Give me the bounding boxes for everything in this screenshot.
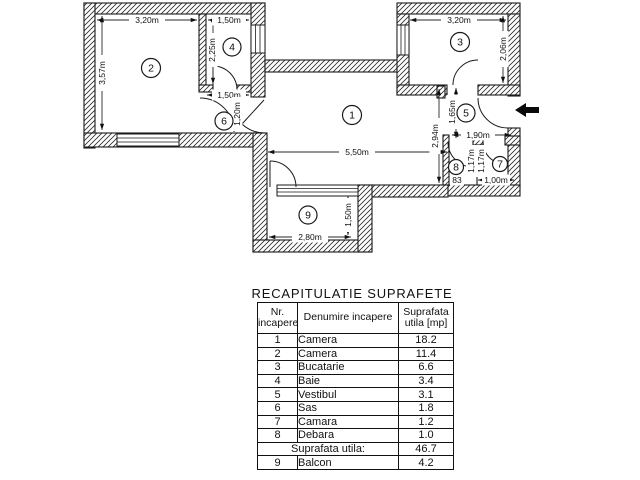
room-area-cell: 3.1	[398, 387, 454, 402]
table-row: 8 Debara 1.0	[257, 428, 454, 443]
door-room3-room5	[452, 59, 479, 86]
room-area-cell: 1.8	[398, 400, 454, 416]
dim-room5-width: 1,90m	[466, 130, 490, 140]
door-room6-room1	[241, 99, 265, 134]
floorplan-drawing: 3,20m 3,57m 1,50m 2,25m 1,50m 1,20m 3,20…	[83, 2, 539, 253]
dim-room8-width: 83	[452, 175, 462, 185]
room-area-cell: 6.6	[398, 360, 454, 375]
room-nr-cell: 9	[257, 455, 298, 470]
room-name-cell: Camera	[297, 346, 399, 362]
window-room4	[250, 24, 266, 54]
dim-room2-height: 3,57m	[97, 61, 107, 85]
header-sup-line2: utila [mp]	[404, 317, 448, 329]
room-name-cell: Balcon	[297, 455, 399, 470]
dim-room8-height: 1,17m	[466, 149, 476, 173]
svg-text:3: 3	[457, 37, 463, 49]
dim-room4-height: 2,25m	[207, 38, 217, 62]
room-name-cell: Debara	[297, 428, 399, 443]
room-nr-cell: 1	[257, 333, 298, 348]
room-badge-9: 9	[298, 205, 318, 225]
table-title: RECAPITULATIE SUPRAFETE	[251, 286, 453, 301]
room-nr-cell: 8	[257, 428, 298, 443]
dim-room3-height: 2,06m	[498, 37, 508, 61]
entrance-arrow-icon	[515, 103, 539, 117]
table-row: 1 Camera 18.2	[257, 333, 454, 348]
svg-text:8: 8	[453, 162, 459, 174]
dim-room9-height: 1,50m	[343, 203, 353, 227]
svg-text:2: 2	[148, 63, 154, 75]
table-row: 3 Bucatarie 6.6	[257, 360, 454, 375]
table-row: 4 Baie 3.4	[257, 373, 454, 389]
room-area-cell: 1.2	[398, 414, 454, 430]
room-nr-cell: 2	[257, 346, 298, 362]
room-nr-cell: 5	[257, 387, 298, 402]
room-nr-cell: 4	[257, 373, 298, 389]
windows	[116, 24, 410, 197]
dim-room1-height: 2,94m	[430, 124, 440, 148]
dim-room7-width: 1,00m	[484, 175, 508, 185]
room-badge-8: 8	[447, 158, 465, 176]
header-nr-line2: incapere	[258, 317, 298, 329]
room-area-cell: 18.2	[398, 333, 454, 348]
dim-room5-height: 1,65m	[447, 100, 457, 124]
table-row: 2 Camera 11.4	[257, 346, 454, 362]
room-name-cell: Bucatarie	[297, 360, 399, 375]
room-area-cell: 11.4	[398, 346, 454, 362]
svg-text:7: 7	[497, 159, 503, 171]
room-badge-7: 7	[491, 155, 509, 173]
room-number-badges: 1 2 3 4 5 6 7 8 9	[140, 31, 509, 225]
dim-room7-height: 1,17m	[476, 149, 486, 173]
header-nr: Nr. incapere	[257, 302, 298, 334]
door-room4	[212, 65, 238, 91]
header-sup-line1: Suprafata	[403, 305, 449, 318]
room-name-cell: Sas	[297, 400, 399, 416]
header-denumire: Denumire incapere	[297, 302, 399, 334]
room-badge-5: 5	[456, 103, 476, 123]
room-name-cell: Baie	[297, 373, 399, 389]
total-row: Suprafata utila: 46.7	[257, 441, 454, 457]
room-name-cell: Camera	[297, 333, 399, 348]
window-room3	[396, 24, 410, 56]
room-nr-cell: 3	[257, 360, 298, 375]
room-name-cell: Camara	[297, 414, 399, 430]
room-badge-6: 6	[214, 111, 234, 131]
table-row: 6 Sas 1.8	[257, 400, 454, 416]
door-room1-room9	[269, 160, 297, 188]
svg-text:4: 4	[229, 42, 235, 54]
header-suprafata: Suprafata utila [mp]	[398, 302, 454, 334]
room-area-cell: 1.0	[398, 428, 454, 443]
window-room9	[276, 184, 359, 197]
surface-table: Nr. incapere Denumire incapere Suprafata…	[257, 302, 454, 470]
room-badge-3: 3	[449, 31, 471, 53]
room-badge-2: 2	[140, 57, 162, 79]
table-row: 7 Camara 1.2	[257, 414, 454, 430]
room-badge-4: 4	[222, 37, 242, 57]
room-badge-1: 1	[341, 104, 363, 126]
room-nr-cell: 7	[257, 414, 298, 430]
svg-text:1: 1	[349, 110, 355, 122]
dim-room9-width: 2,80m	[298, 232, 322, 242]
room-area-cell: 3.4	[398, 373, 454, 389]
dim-room2-width: 3,20m	[135, 15, 159, 25]
balcony-row: 9 Balcon 4.2	[257, 455, 454, 470]
svg-text:5: 5	[463, 108, 469, 120]
entrance-door	[477, 97, 509, 129]
header-row: Nr. incapere Denumire incapere Suprafata…	[257, 302, 454, 334]
dim-room1-width: 5,50m	[345, 147, 369, 157]
table-row: 5 Vestibul 3.1	[257, 387, 454, 402]
total-label-cell: Suprafata utila:	[257, 441, 399, 457]
room-name-cell: Vestibul	[297, 387, 399, 402]
dim-room4-door: 1,50m	[217, 90, 241, 100]
window-room2	[116, 133, 180, 147]
total-value-cell: 46.7	[398, 441, 454, 457]
room-area-cell: 4.2	[398, 455, 454, 470]
svg-text:9: 9	[305, 210, 311, 222]
header-nr-line1: Nr.	[270, 305, 285, 318]
dim-room6-width: 1,20m	[232, 102, 242, 126]
room-nr-cell: 6	[257, 400, 298, 416]
dim-room4-width: 1,50m	[217, 15, 241, 25]
svg-text:6: 6	[221, 116, 227, 128]
dim-room3-width: 3,20m	[447, 15, 471, 25]
dimension-labels: 3,20m 3,57m 1,50m 2,25m 1,50m 1,20m 3,20…	[96, 14, 510, 243]
